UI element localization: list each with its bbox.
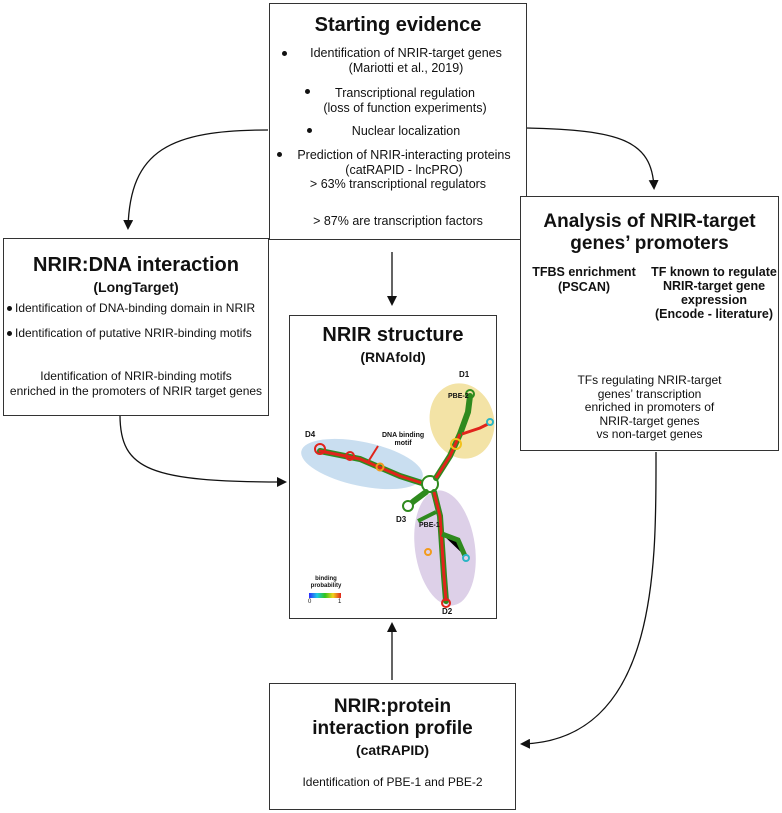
rna-structure-figure: [301, 383, 495, 608]
label-d4: D4: [305, 430, 316, 439]
label-d2: D2: [442, 607, 453, 616]
arrow-start-to-dna: [123, 129, 269, 230]
legend-color-bar: [309, 593, 341, 598]
bullet-dot: [7, 331, 12, 336]
legend-max: 1: [338, 599, 342, 605]
starting-evidence-box: Starting evidence Identification of NRIR…: [269, 3, 527, 240]
label-dna-motif: DNA binding motif: [382, 432, 425, 447]
stem-d2: [432, 491, 448, 602]
arrow-dna-to-structure: [119, 414, 287, 487]
dna-bullet-2: Identification of putative NRIR-binding …: [15, 326, 252, 340]
label-pbe1: PBE-1: [419, 522, 440, 529]
structure-subtitle: (RNAfold): [360, 349, 426, 365]
starting-evidence-title: Starting evidence: [314, 14, 482, 36]
dna-interaction-title: NRIR:DNA interaction: [33, 254, 239, 276]
evidence-item-3: Nuclear localization: [351, 124, 461, 138]
promoters-result: TFs regulating NRIR-target genes’ transc…: [577, 373, 722, 441]
label-pbe2: PBE-2: [448, 393, 469, 400]
dna-result: Identification of NRIR-binding motifs en…: [9, 369, 263, 398]
protein-profile-box: NRIR:protein interaction profile (catRAP…: [269, 683, 516, 810]
dna-interaction-box: NRIR:DNA interaction (LongTarget) Identi…: [3, 238, 269, 416]
bullet-dot: [277, 152, 282, 157]
tfbs-enrichment-label: TFBS enrichment (PSCAN): [532, 265, 636, 294]
label-d1: D1: [459, 370, 470, 379]
protein-profile-result: Identification of PBE-1 and PBE-2: [302, 775, 483, 789]
promoters-title: Analysis of NRIR-target genes’ promoters: [543, 211, 756, 254]
legend-min: 0: [308, 599, 312, 605]
evidence-item-2: Transcriptional regulation (loss of func…: [323, 86, 487, 115]
structure-title: NRIR structure: [322, 324, 464, 346]
dna-bullet-1: Identification of DNA-binding domain in …: [15, 301, 256, 315]
evidence-87-text: > 87% are transcription factors: [313, 214, 483, 228]
tf-known-label: TF known to regulate NRIR-target gene ex…: [651, 265, 777, 321]
evidence-item-4: Prediction of NRIR-interacting proteins …: [297, 148, 511, 177]
structure-box: NRIR structure (RNAfold): [289, 315, 497, 619]
promoters-analysis-box: Analysis of NRIR-target genes’ promoters…: [520, 196, 779, 451]
bullet-dot: [7, 306, 12, 311]
dna-interaction-subtitle: (LongTarget): [93, 279, 179, 295]
evidence-63-text: > 63% transcriptional regulators: [309, 177, 487, 191]
bullet-dot: [282, 51, 287, 56]
protein-profile-subtitle: (catRAPID): [355, 742, 430, 758]
legend-title: binding probability: [310, 576, 342, 589]
arrow-promoters-to-protein: [520, 451, 657, 749]
bullet-dot: [307, 128, 312, 133]
protein-profile-title: NRIR:protein interaction profile: [312, 696, 473, 739]
arrow-start-to-promoters: [525, 127, 659, 190]
evidence-item-1: Identification of NRIR-target genes (Mar…: [310, 46, 502, 75]
bullet-dot: [305, 89, 310, 94]
label-d3: D3: [396, 515, 407, 524]
